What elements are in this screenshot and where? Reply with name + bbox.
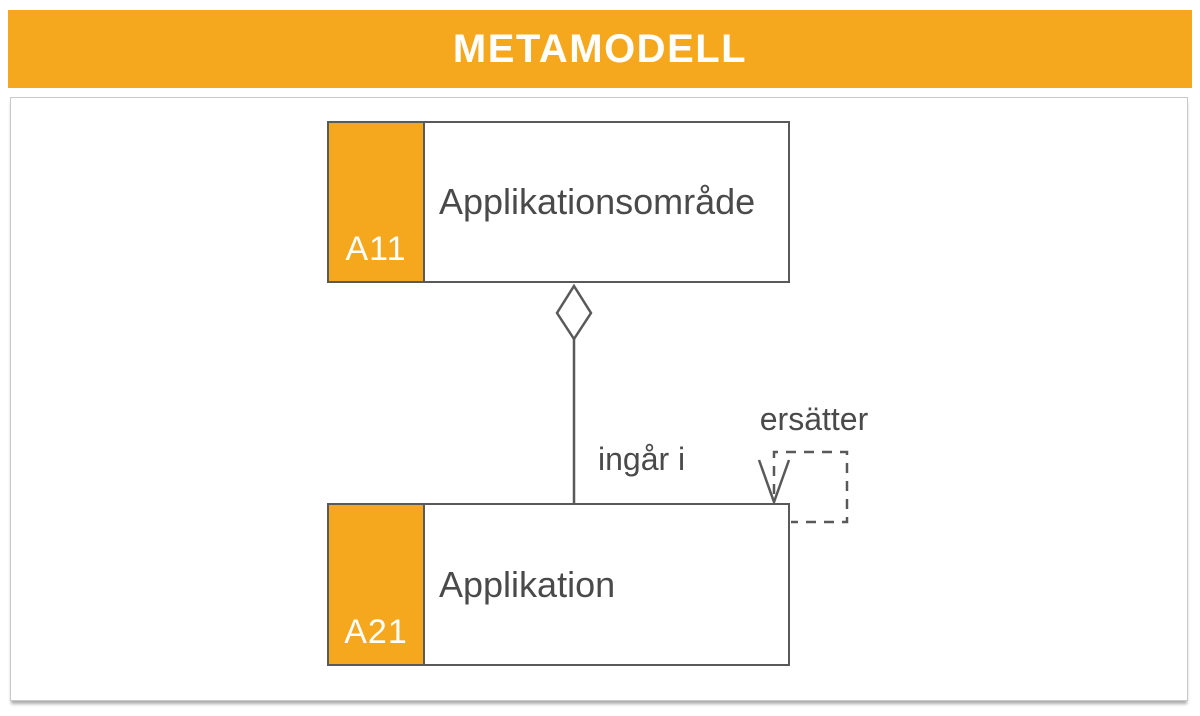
page-title: METAMODELL bbox=[452, 26, 748, 71]
relation-label-ingar-i: ingår i bbox=[598, 441, 686, 477]
entity-code: A21 bbox=[344, 613, 408, 651]
entity-name: Applikation bbox=[439, 563, 616, 605]
entity-name-cell: Applikation bbox=[425, 505, 788, 664]
relation-label-ersatter: ersätter bbox=[759, 401, 869, 437]
diagram-panel: A11 Applikationsområde A21 Applikation i… bbox=[10, 97, 1188, 701]
entity-name: Applikationsområde bbox=[439, 181, 756, 222]
entity-name-cell: Applikationsområde bbox=[425, 123, 788, 281]
entity-code-stripe: A21 bbox=[329, 505, 425, 664]
aggregation-diamond-icon bbox=[555, 283, 593, 342]
entity-applikation: A21 Applikation bbox=[327, 503, 790, 666]
entity-code-stripe: A11 bbox=[329, 123, 425, 281]
entity-code: A11 bbox=[345, 230, 407, 268]
entity-applikationsomrade: A11 Applikationsområde bbox=[327, 121, 790, 283]
open-arrowhead-icon bbox=[757, 459, 791, 506]
title-banner: METAMODELL bbox=[8, 10, 1192, 88]
